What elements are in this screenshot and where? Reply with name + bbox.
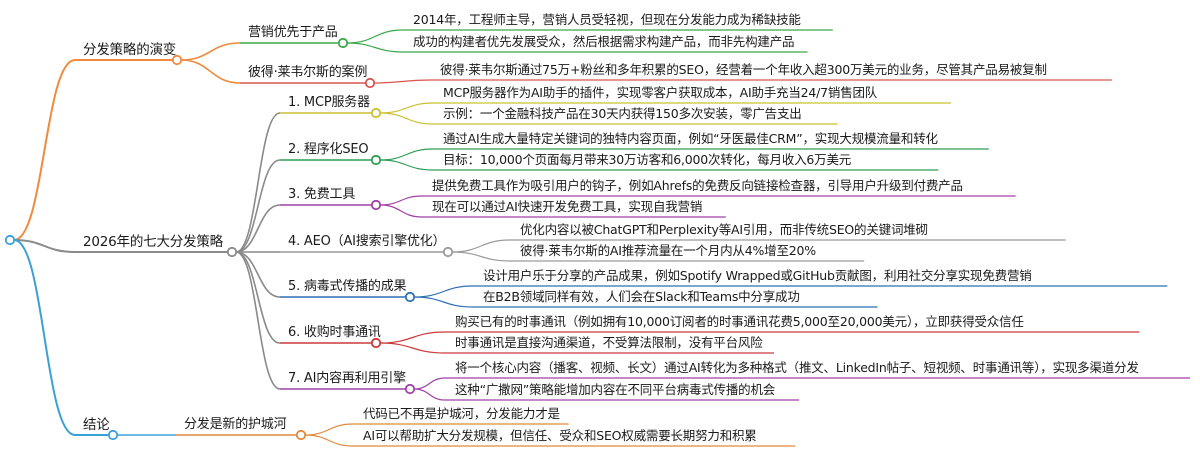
section-to-topic-connector: [235, 251, 281, 298]
topic-label: 5. 病毒式传播的成果: [288, 279, 407, 294]
topic-to-detail-connector: [379, 102, 434, 114]
detail-text: 在B2B领域同样有效，人们会在Slack和Teams中分享成功: [483, 289, 800, 304]
topic-to-detail-connector: [379, 159, 434, 171]
topic-to-detail-connector: [413, 388, 446, 401]
detail-text: 2014年，工程师主导，营销人员受轻视，但现在分发能力成为稀缺技能: [413, 12, 801, 27]
topic-to-detail-connector: [413, 377, 446, 390]
topic-node[interactable]: [370, 107, 382, 119]
topic-to-detail-connector: [346, 42, 404, 53]
topic-label: 营销优先于产品: [248, 25, 338, 40]
detail-text: 时事通讯是直接沟通渠道，不受算法限制，没有平台风险: [455, 335, 763, 350]
topic-label: 2. 程序化SEO: [288, 142, 369, 157]
section-to-topic-connector: [235, 251, 281, 390]
detail-text: 通过AI生成大量特定关键词的独特内容页面，例如“牙医最佳CRM”，实现大规模流量…: [443, 131, 938, 146]
topic-to-detail-connector: [379, 112, 434, 125]
topic-to-detail-connector: [379, 342, 446, 354]
section-to-topic-connector: [235, 251, 281, 344]
section-label: 分发策略的演变: [83, 42, 177, 58]
topic-to-detail-connector: [304, 423, 354, 436]
detail-text: 这种“广撒网”策略能增加内容在不同平台病毒式传播的机会: [455, 382, 776, 397]
topic-node[interactable]: [404, 291, 416, 303]
topic-node[interactable]: [442, 246, 454, 258]
topic-label: 4. AEO（AI搜索引擎优化）: [288, 234, 446, 249]
topic-to-detail-connector: [413, 296, 474, 308]
topic-to-detail-connector: [379, 148, 434, 161]
topic-to-detail-connector: [373, 79, 431, 84]
topic-to-detail-connector: [379, 204, 423, 218]
detail-text: 示例：一个金融科技产品在30天内获得150多次安装，零广告支出: [443, 106, 802, 121]
detail-text: 将一个核心内容（播客、视频、长文）通过AI转化为多种格式（推文、LinkedIn…: [455, 360, 1139, 375]
detail-text: MCP服务器作为AI助手的插件，实现零客户获取成本，AI助手充当24/7销售团队: [443, 85, 878, 100]
root-node[interactable]: [4, 234, 16, 246]
root-to-section-connector: [13, 59, 76, 241]
section-to-topic-connector: [235, 204, 281, 253]
topic-label: 1. MCP服务器: [288, 95, 370, 110]
root-to-section-connector: [13, 239, 76, 436]
topic-to-detail-connector: [379, 331, 446, 344]
topic-label: 7. AI内容再利用引擎: [288, 371, 406, 386]
detail-text: AI可以帮助扩大分发规模，但信任、受众和SEO权威需要长期努力和积累: [363, 428, 757, 443]
topic-node[interactable]: [370, 154, 382, 166]
topic-node[interactable]: [370, 337, 382, 349]
detail-text: 优化内容以被ChatGPT和Perplexity等AI引用，而非传统SEO的关键…: [520, 222, 928, 237]
topic-node[interactable]: [295, 429, 307, 441]
topic-to-detail-connector: [346, 29, 404, 44]
section-node[interactable]: [107, 429, 119, 441]
section-label: 结论: [83, 417, 110, 433]
detail-text: 彼得·莱韦尔斯通过75万+粉丝和多年积累的SEO，经营着一个年收入超300万美元…: [440, 62, 1047, 77]
topic-to-detail-connector: [304, 434, 354, 447]
topic-to-detail-connector: [451, 251, 511, 262]
section-to-topic-connector: [235, 159, 281, 253]
detail-text: 设计用户乐于分享的产品成果，例如Spotify Wrapped或GitHub贡献…: [483, 268, 1032, 283]
detail-text: 成功的构建者优先发展受众，然后根据需求构建产品，而非先构建产品: [413, 34, 795, 49]
detail-text: 目标：10,000个页面每月带来30万访客和6,000次转化，每月收入6万美元: [443, 152, 852, 167]
detail-text: 购买已有的时事通讯（例如拥有10,000订阅者的时事通讯花费5,000至20,0…: [455, 314, 1024, 329]
detail-text: 提供免费工具作为吸引用户的钩子，例如Ahrefs的免费反向链接检查器，引导用户升…: [432, 178, 963, 193]
topic-to-detail-connector: [379, 195, 423, 206]
detail-text: 现在可以通过AI快速开发免费工具，实现自我营销: [432, 199, 703, 214]
topic-label: 彼得·莱韦尔斯的案例: [248, 65, 368, 80]
detail-text: 代码已不再是护城河，分发能力才是: [363, 406, 560, 421]
topic-node[interactable]: [404, 383, 416, 395]
section-to-topic-connector: [235, 112, 281, 253]
topic-node[interactable]: [337, 37, 349, 49]
topic-label: 分发是新的护城河: [184, 417, 287, 432]
topic-label: 6. 收购时事通讯: [288, 325, 381, 340]
section-to-topic-connector: [180, 59, 241, 84]
root-to-section-connector: [13, 239, 76, 253]
section-node[interactable]: [226, 246, 238, 258]
topic-label: 3. 免费工具: [288, 187, 356, 202]
topic-to-detail-connector: [451, 239, 511, 253]
topic-node[interactable]: [364, 77, 376, 89]
topic-node[interactable]: [370, 199, 382, 211]
section-to-topic-connector: [180, 42, 241, 61]
section-label: 2026年的七大分发策略: [83, 234, 223, 250]
detail-text: 彼得·莱韦尔斯的AI推荐流量在一个月内从4%增至20%: [520, 243, 816, 258]
section-node[interactable]: [171, 54, 183, 66]
topic-to-detail-connector: [413, 285, 474, 298]
